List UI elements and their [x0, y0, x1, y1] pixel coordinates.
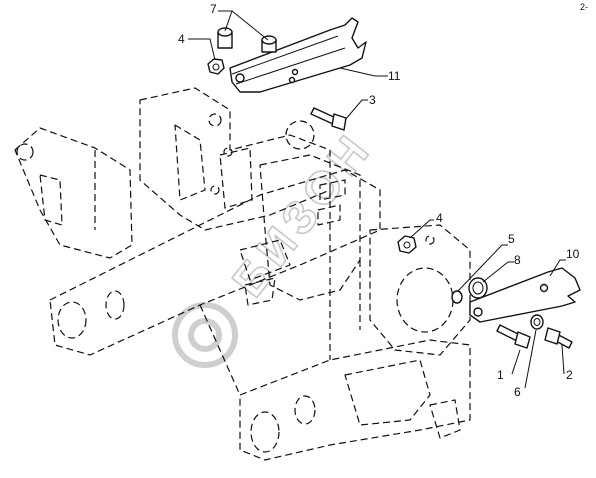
callout-5: 5 [508, 232, 515, 246]
callout-10: 10 [566, 247, 580, 261]
part-4-nut-lower [397, 235, 417, 254]
bolt-2-head [544, 327, 561, 345]
bushing-8 [468, 277, 488, 299]
part-11-upper-plate [229, 17, 367, 93]
connector-lines [199, 190, 361, 396]
leader-11 [339, 67, 388, 77]
housing-hole-top [285, 120, 315, 150]
leader-6 [524, 329, 537, 389]
mount-hole [425, 235, 435, 245]
leader-7 [218, 10, 269, 41]
nut-upper-body [207, 58, 225, 75]
callout-4-upper: 4 [178, 32, 185, 46]
leader-lines [188, 10, 566, 389]
corner-mark: 2- [580, 2, 588, 12]
upper-plate-edge [231, 35, 346, 85]
mount-ring [396, 267, 454, 333]
leader-8 [482, 261, 514, 283]
leader-5 [457, 244, 508, 292]
housing-hole-small [208, 113, 222, 127]
washer-6 [530, 314, 544, 330]
part-1-bolt [496, 324, 531, 349]
lower-hole-mid [294, 395, 316, 425]
right-mount-plate [369, 224, 471, 356]
housing-bolt [223, 147, 233, 157]
part-4-nut-upper [207, 58, 225, 75]
left-bracket-inner [39, 150, 96, 230]
part-2-bolt [544, 327, 573, 349]
part-8-bushing [468, 277, 488, 299]
part-6-washer [530, 314, 544, 330]
bolt-1-head [514, 331, 531, 349]
leader-4-lower [409, 219, 434, 239]
nut-upper-hole [212, 63, 220, 71]
upper-housing [139, 87, 331, 231]
lower-plate-body [469, 267, 581, 323]
lower-plate-hole-end [473, 307, 483, 317]
lower-frame [239, 339, 471, 461]
lower-bracket [344, 359, 431, 426]
watermark-logo-core [188, 318, 222, 352]
callout-1: 1 [497, 368, 504, 382]
washer-6-bore [533, 318, 541, 326]
left-bracket-hole [16, 143, 34, 161]
upper-plate-hole-small-2 [291, 68, 299, 76]
lower-pin [429, 399, 461, 439]
left-bracket [14, 127, 133, 259]
washer-5 [451, 290, 463, 304]
central-column [259, 154, 361, 301]
column-slots [317, 179, 346, 226]
housing-bolt-2 [210, 185, 220, 195]
upper-plate-body [229, 17, 367, 93]
upper-housing-inner [174, 124, 253, 209]
lower-hole-left [250, 411, 280, 453]
leader-1 [511, 349, 521, 375]
callout-3: 3 [369, 93, 376, 107]
leader-3 [344, 99, 368, 121]
main-beam [49, 169, 381, 356]
callout-7: 7 [210, 2, 217, 16]
callout-4-lower: 4 [436, 211, 443, 225]
watermark-logo-ring [172, 302, 238, 368]
lower-plate-hole [539, 283, 549, 293]
bushing-8-bore [472, 281, 484, 295]
main-frame-dashed [14, 87, 471, 461]
upper-plate-hole-small [288, 76, 296, 84]
column-detail [239, 239, 291, 306]
bolt-3-head [331, 113, 347, 131]
callout-labels: 7 4 11 3 4 5 8 10 1 2 6 2- [178, 2, 588, 399]
beam-hole-left [57, 301, 87, 339]
leader-10 [549, 259, 566, 277]
callout-6: 6 [514, 385, 521, 399]
part-3-bolt [310, 107, 347, 131]
part-10-lower-plate [469, 267, 581, 323]
leader-2 [561, 344, 565, 375]
callout-11: 11 [388, 69, 401, 83]
bushing-a-top [217, 27, 233, 37]
leader-4-upper [188, 38, 216, 61]
callout-2: 2 [566, 368, 573, 382]
callout-8: 8 [514, 253, 521, 267]
nut-lower-hole [403, 241, 411, 249]
nut-lower-body [397, 235, 417, 254]
part-5-washer [451, 290, 463, 304]
upper-plate-hole [235, 73, 245, 83]
beam-hole-mid [105, 290, 125, 320]
